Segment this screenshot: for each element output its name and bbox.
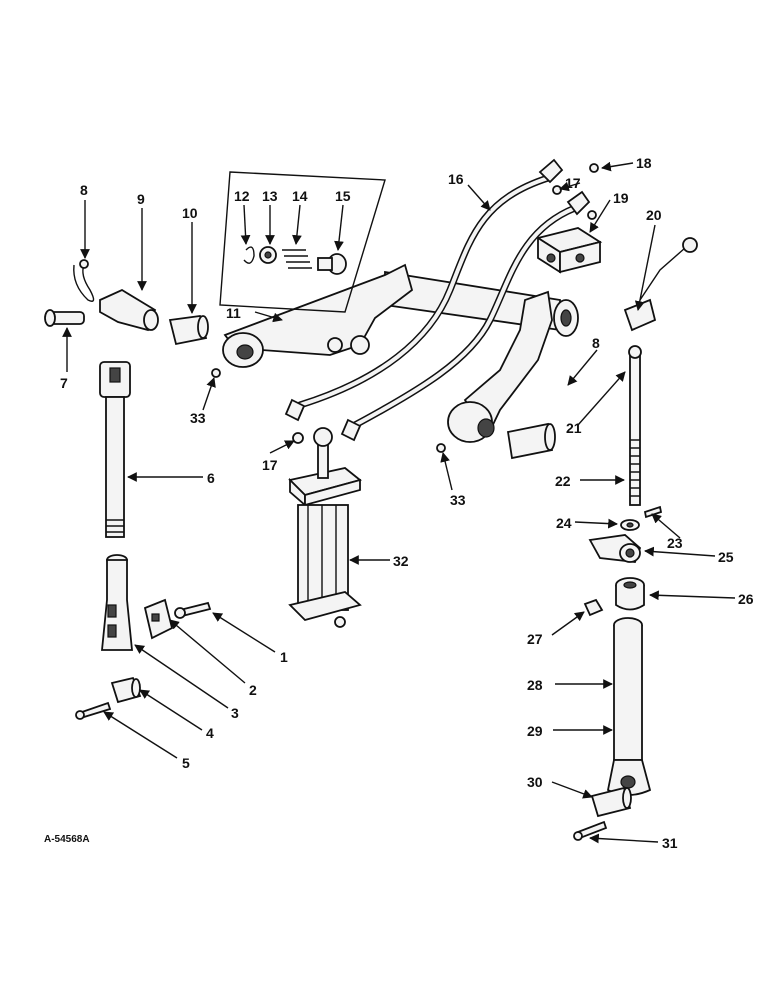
callout-26: 26 [738, 591, 754, 607]
callout-12: 12 [234, 188, 250, 204]
callout-19: 19 [613, 190, 629, 206]
callout-29: 29 [527, 723, 543, 739]
left-lift-arm [222, 263, 414, 368]
callout-30: 30 [527, 774, 543, 790]
callout-33-right: 33 [450, 492, 466, 508]
callout-8-right: 8 [592, 335, 600, 351]
callout-5: 5 [182, 755, 190, 771]
callout-3: 3 [231, 705, 239, 721]
pin-5 [75, 701, 112, 720]
lift-link-6 [99, 361, 131, 538]
lift-link-tube-29 [606, 617, 652, 796]
set-screw-23 [643, 505, 663, 519]
clevis-9 [99, 288, 159, 332]
sleeve-30 [590, 786, 632, 818]
connector-block-19 [535, 227, 603, 274]
callout-labels: 1 2 3 4 5 6 7 8 9 10 11 12 13 14 15 16 1… [60, 155, 754, 851]
callout-27: 27 [527, 631, 543, 647]
callout-17-top: 17 [565, 175, 581, 191]
nuts-33 [211, 368, 446, 453]
callout-1: 1 [280, 649, 288, 665]
collar-26 [615, 577, 645, 611]
callout-17-bottom: 17 [262, 457, 278, 473]
callout-32: 32 [393, 553, 409, 569]
callout-9: 9 [137, 191, 145, 207]
callout-7: 7 [60, 375, 68, 391]
callout-10: 10 [182, 205, 198, 221]
drawing-reference-code: A-54568A [44, 834, 90, 845]
callout-33-left: 33 [190, 410, 206, 426]
callout-31: 31 [662, 835, 678, 851]
callout-14: 14 [292, 188, 308, 204]
swivel-25 [588, 534, 642, 563]
kit-box [219, 171, 386, 313]
adjusting-rod-22 [628, 345, 642, 506]
bushing-10 [168, 315, 209, 346]
callout-4: 4 [206, 725, 214, 741]
callout-23: 23 [667, 535, 683, 551]
pin-31 [573, 820, 608, 841]
callout-20: 20 [646, 207, 662, 223]
hydraulic-cylinder [288, 427, 362, 628]
callout-6: 6 [207, 470, 215, 486]
sleeve-4 [110, 676, 142, 704]
callout-24: 24 [556, 515, 572, 531]
right-lift-arm [447, 290, 553, 443]
callout-16: 16 [448, 171, 464, 187]
washer-24 [620, 519, 640, 531]
lever-20 [623, 237, 698, 332]
bushing-right [506, 422, 556, 460]
callout-11: 11 [226, 305, 241, 321]
callout-22: 22 [555, 473, 571, 489]
callout-15: 15 [335, 188, 351, 204]
callout-13: 13 [262, 188, 278, 204]
block-2 [143, 598, 174, 640]
pin-1 [174, 601, 212, 619]
yoke-3 [101, 554, 133, 651]
nut-27 [583, 598, 604, 617]
callout-18: 18 [636, 155, 652, 171]
callout-25: 25 [718, 549, 734, 565]
callout-28: 28 [527, 677, 543, 693]
hydraulic-hoses [284, 158, 591, 442]
callout-21: 21 [566, 420, 582, 436]
hairpin-clip-8 [73, 259, 95, 302]
callout-8-left: 8 [80, 182, 88, 198]
hitch-pin-7 [44, 309, 85, 327]
leader-lines [62, 161, 736, 844]
o-rings-17-18 [292, 163, 599, 444]
callout-2: 2 [249, 682, 257, 698]
